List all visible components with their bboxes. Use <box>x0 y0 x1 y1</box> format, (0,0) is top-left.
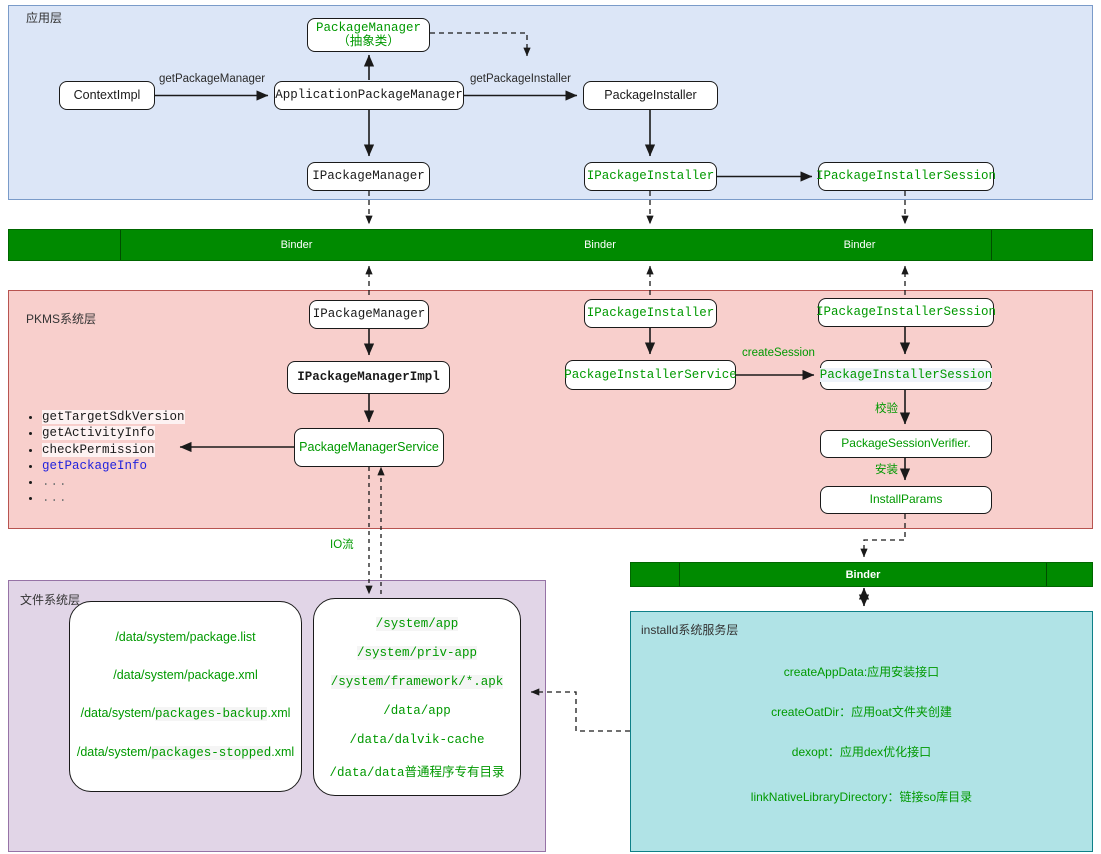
filesystem-path-line: /system/app <box>375 617 459 631</box>
node-ipackage-manager-pkms-label: IPackageManager <box>312 307 426 322</box>
pms-methods-list: getTargetSdkVersiongetActivityInfocheckP… <box>20 409 185 507</box>
filesystem-path-line: /data/dalvik-cache <box>349 733 485 747</box>
binder-label: Binder <box>845 568 881 581</box>
edge-label-install: 安装 <box>875 464 898 476</box>
filesystem-path-line: /data/data普通程序专有目录 <box>329 765 505 780</box>
node-package-session-verifier[interactable]: PackageSessionVerifier. <box>820 430 992 458</box>
node-package-installer-session-label: PackageInstallerSession <box>819 367 993 383</box>
pms-method-item: getTargetSdkVersion <box>42 409 185 425</box>
node-install-params[interactable]: InstallParams <box>820 486 992 514</box>
node-package-installer-session[interactable]: PackageInstallerSession <box>819 360 993 390</box>
node-ipackage-manager-pkms[interactable]: IPackageManager <box>309 300 429 329</box>
installd-interface-list: createAppData:应用安装接口 createOatDir：应用oat文件… <box>630 611 1093 852</box>
filesystem-path-line: /data/app <box>383 704 451 718</box>
node-package-manager[interactable]: PackageManager （抽象类） <box>307 18 430 52</box>
filesystem-path-line: /data/system/package.xml <box>113 668 258 682</box>
installd-interface-line: createOatDir：应用oat文件夹创建 <box>771 705 952 719</box>
node-context-impl[interactable]: ContextImpl <box>59 81 155 110</box>
edge-label-io-stream: IO流 <box>330 539 354 551</box>
pms-method-item: getActivityInfo <box>42 425 185 441</box>
binder-label: Binder <box>280 239 313 251</box>
node-ipackage-installer-app-label: IPackageInstaller <box>586 169 715 184</box>
filesystem-box-app-dirs[interactable]: /system/app/system/priv-app/system/frame… <box>313 598 521 796</box>
node-package-installer-service-label: PackageInstallerService <box>564 367 737 382</box>
installd-layer-label: installd系统服务层 <box>641 623 739 637</box>
binder-segment-ipackage-installer-session: Binder <box>728 230 991 260</box>
node-ipackage-installer-app[interactable]: IPackageInstaller <box>584 162 717 191</box>
binder-segment <box>1046 563 1092 586</box>
binder-segment-ipackage-installer: Binder <box>472 230 728 260</box>
edge-label-create-session: createSession <box>742 347 815 359</box>
filesystem-path-line: /data/system/packages-backup.xml <box>80 706 291 721</box>
node-package-manager-line1: PackageManager <box>315 20 422 35</box>
installd-interface-line: createAppData:应用安装接口 <box>783 665 940 679</box>
binder-segment <box>9 230 120 260</box>
node-package-installer-label: PackageInstaller <box>604 88 697 103</box>
pms-method-item: getPackageInfo <box>42 458 185 474</box>
node-package-manager-service[interactable]: PackageManagerService <box>294 428 444 467</box>
installd-interface-line: linkNativeLibraryDirectory：链接so库目录 <box>750 790 973 804</box>
filesystem-path-line: /data/system/packages-stopped.xml <box>76 745 295 760</box>
node-package-installer-service[interactable]: PackageInstallerService <box>564 360 737 390</box>
pms-method-item: ... <box>42 490 185 506</box>
node-package-manager-line2: （抽象类） <box>337 35 400 49</box>
node-package-manager-service-label: PackageManagerService <box>299 440 439 455</box>
node-ipackage-installer-pkms-label: IPackageInstaller <box>586 306 715 321</box>
binder-bar-top: Binder Binder Binder <box>8 229 1093 261</box>
application-layer-label: 应用层 <box>26 11 63 25</box>
node-ipackage-manager-app-label: IPackageManager <box>312 169 425 184</box>
node-ipackage-installer-session-app[interactable]: IPackageInstallerSession <box>815 162 997 191</box>
node-ipackage-installer-session-pkms[interactable]: IPackageInstallerSession <box>815 298 997 327</box>
filesystem-layer-label: 文件系统层 <box>20 593 81 607</box>
node-ipackage-installer-session-app-label: IPackageInstallerSession <box>815 169 997 184</box>
node-ipackage-manager-app[interactable]: IPackageManager <box>307 162 430 191</box>
binder-label: Binder <box>584 239 616 251</box>
binder-label: Binder <box>843 239 876 251</box>
edge-label-verify: 校验 <box>875 403 898 415</box>
node-ipackage-installer-pkms[interactable]: IPackageInstaller <box>584 299 717 328</box>
edge-label-get-package-manager: getPackageManager <box>159 73 266 85</box>
binder-segment-ipackage-manager: Binder <box>120 230 472 260</box>
node-ipackage-installer-session-pkms-label: IPackageInstallerSession <box>815 305 997 320</box>
node-ipackage-manager-impl[interactable]: IPackageManagerImpl <box>287 361 450 394</box>
filesystem-box-package-files[interactable]: /data/system/package.list/data/system/pa… <box>69 601 302 792</box>
pms-method-item: ... <box>42 474 185 490</box>
node-package-installer[interactable]: PackageInstaller <box>583 81 718 110</box>
filesystem-path-line: /system/priv-app <box>356 646 478 660</box>
node-context-impl-label: ContextImpl <box>73 88 141 103</box>
binder-bar-bottom: Binder <box>630 562 1093 587</box>
installd-layer <box>630 611 1093 852</box>
binder-segment <box>631 563 679 586</box>
node-package-session-verifier-label: PackageSessionVerifier. <box>841 436 971 451</box>
node-ipackage-manager-impl-label: IPackageManagerImpl <box>297 370 440 385</box>
edge-label-get-package-installer: getPackageInstaller <box>470 73 572 85</box>
pms-method-item: checkPermission <box>42 442 185 458</box>
filesystem-path-line: /system/framework/*.apk <box>330 675 504 689</box>
pkms-layer-label: PKMS系统层 <box>26 312 97 326</box>
binder-segment-installd: Binder <box>679 563 1046 586</box>
installd-interface-line: dexopt：应用dex优化接口 <box>791 745 932 759</box>
binder-segment <box>991 230 1092 260</box>
node-application-package-manager[interactable]: ApplicationPackageManager <box>274 81 464 110</box>
node-install-params-label: InstallParams <box>869 492 943 507</box>
node-application-package-manager-label: ApplicationPackageManager <box>275 88 463 103</box>
filesystem-path-line: /data/system/package.list <box>115 630 256 644</box>
